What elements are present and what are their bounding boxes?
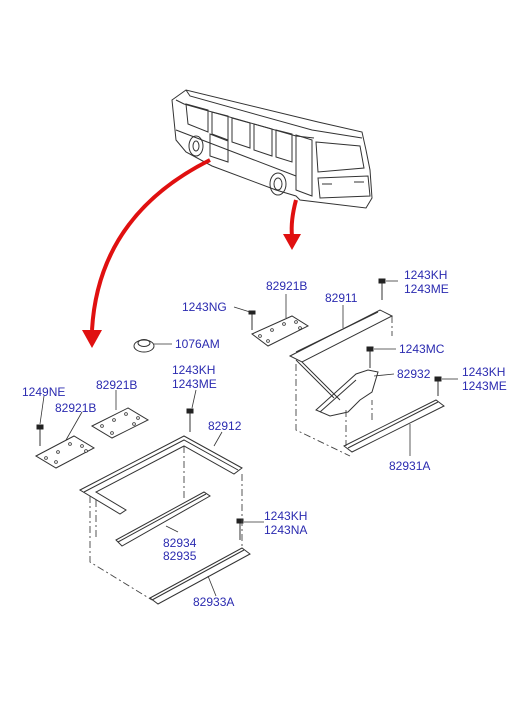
label-82911: 82911 — [325, 291, 358, 305]
part-labels: 82921B 1243NG 82911 1243KH 1243ME 1076AM… — [22, 268, 507, 609]
label-82935: 82935 — [163, 549, 197, 563]
label-1243kh-d: 1243KH — [264, 509, 307, 523]
right-underfloor-assembly — [233, 278, 458, 457]
left-underfloor-assembly — [34, 339, 264, 605]
label-1243kh-b: 1243KH — [462, 365, 505, 379]
label-82921b-mid: 82921B — [96, 378, 137, 392]
label-1243me-a: 1243ME — [404, 282, 449, 296]
label-1243kh-a: 1243KH — [404, 268, 447, 282]
label-1243kh-c: 1243KH — [172, 363, 215, 377]
label-1243na: 1243NA — [264, 523, 307, 537]
bus-illustration — [171, 89, 373, 209]
label-82933a: 82933A — [193, 595, 234, 609]
label-1243me-c: 1243ME — [172, 377, 217, 391]
label-1243mc: 1243MC — [399, 342, 445, 356]
label-82934: 82934 — [163, 536, 197, 550]
label-82921b-top: 82921B — [266, 279, 307, 293]
label-82931a: 82931A — [389, 459, 430, 473]
label-1243ng: 1243NG — [182, 300, 227, 314]
location-arrows — [82, 158, 301, 348]
label-1249ne: 1249NE — [22, 385, 65, 399]
label-82912: 82912 — [208, 419, 242, 433]
label-1076am: 1076AM — [175, 337, 220, 351]
label-82921b-left: 82921B — [55, 401, 96, 415]
label-1243me-b: 1243ME — [462, 379, 507, 393]
label-82932: 82932 — [397, 367, 431, 381]
